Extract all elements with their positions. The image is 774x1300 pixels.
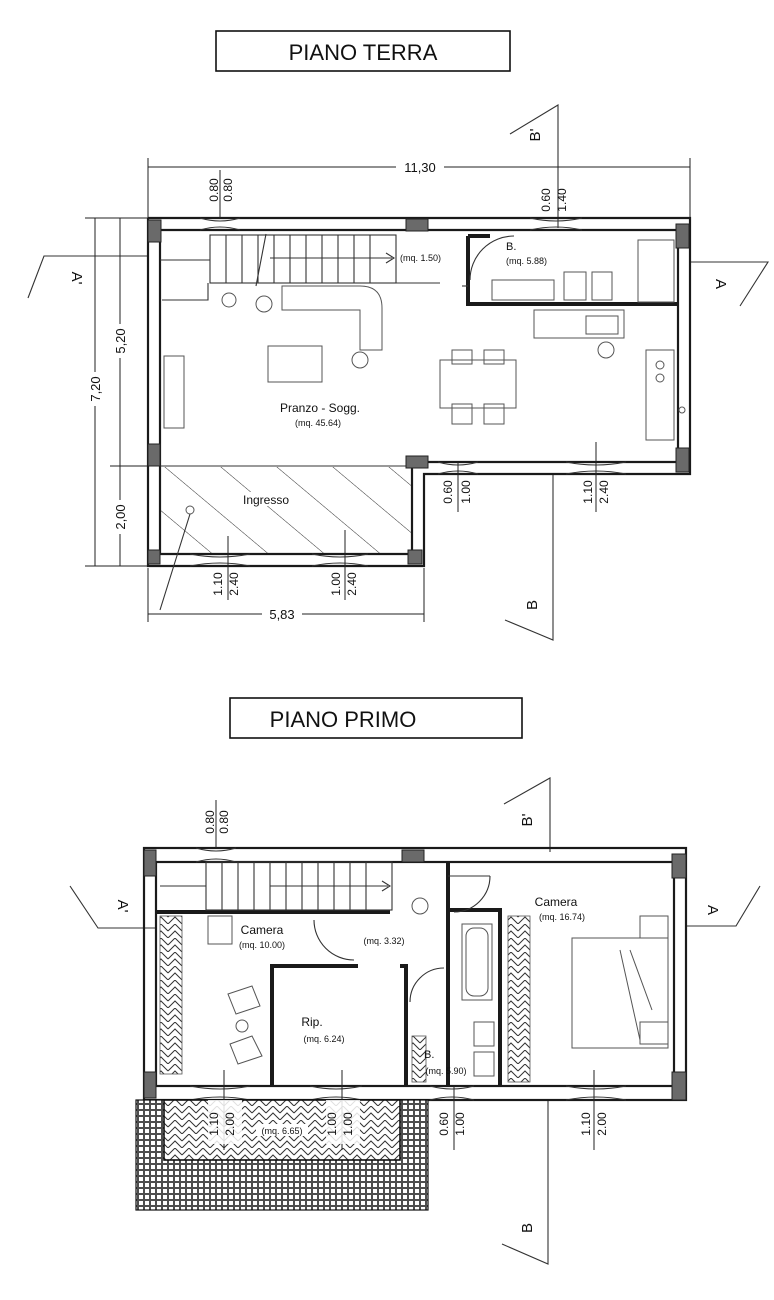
window-dim-bottom-right: 1.10 2.40 [581, 442, 611, 512]
stair-area: (mq. 1.50) [400, 253, 441, 263]
living-room-area: (mq. 45.64) [295, 418, 341, 428]
dimension-bottom-width: 5,83 [147, 568, 425, 622]
ground-floor-stairs [160, 233, 440, 301]
first-section-a-marker: A [686, 885, 761, 927]
first-floor-title-box [229, 697, 523, 739]
ground-floor-room-labels: Pranzo - Sogg. (mq. 45.64) (mq. 1.50) B.… [236, 241, 547, 507]
entry-name: Ingresso [243, 493, 289, 507]
window-bottom-right-dim-2: 2.40 [597, 480, 611, 504]
first-window-top-left-dim-1: 0.80 [203, 810, 217, 834]
ground-floor-pillars [147, 218, 690, 565]
dimension-upper-height-label: 5,20 [113, 328, 128, 353]
first-bath-name: B. [424, 1049, 434, 1061]
ground-floor-windows [189, 217, 627, 567]
ground-floor-plan: PIANO TERRA B' B A' A 11,30 [27, 30, 770, 641]
section-a-prime-marker: A' [27, 255, 148, 299]
first-floor-room-labels: Camera (mq. 10.00) (mq. 3.32) Camera (mq… [239, 895, 585, 1076]
first-window-bottom-bath-dim-2: 1.00 [453, 1112, 467, 1136]
section-a-prime-label: A' [68, 272, 85, 285]
dimension-heights: 7,20 5,20 2,00 [85, 217, 148, 567]
first-section-b-label: B [519, 1223, 536, 1233]
first-bath-area: (mq. 5.90) [425, 1066, 466, 1076]
section-b-label: B [524, 600, 541, 610]
first-floor-plan: PIANO PRIMO B' B A' A [69, 697, 761, 1265]
section-b-prime-label: B' [527, 128, 544, 141]
window-top-left-dim-2: 0.80 [221, 178, 235, 202]
section-b-prime-marker: B' [509, 104, 559, 228]
ground-bath-name: B. [506, 241, 516, 253]
first-section-b-marker: B [501, 1100, 549, 1265]
first-floor-terrace: (mq. 6.65) [135, 1099, 429, 1211]
window-dim-top-left: 0.80 0.80 [207, 170, 235, 218]
first-window-bottom-mid-dim-2: 1.00 [341, 1112, 355, 1136]
first-window-bottom-left-dim-1: 1.10 [207, 1112, 221, 1136]
window-bottom-right-dim-1: 1.10 [581, 480, 595, 504]
ground-floor-living-furniture [159, 285, 686, 611]
ground-floor-bath-fixtures [469, 235, 675, 303]
first-floor-stairs [160, 861, 393, 911]
first-window-dim-bottom-right: 1.10 2.00 [579, 1070, 609, 1150]
first-floor-title: PIANO PRIMO [270, 707, 417, 732]
hall-area: (mq. 3.32) [363, 936, 404, 946]
ground-bath-area: (mq. 5.88) [506, 256, 547, 266]
first-section-a-prime-marker: A' [69, 885, 156, 929]
first-window-bottom-right-dim-1: 1.10 [579, 1112, 593, 1136]
first-window-dim-bottom-left: 1.10 2.00 [207, 1070, 242, 1150]
first-floor-pillars [143, 849, 687, 1101]
first-floor-furniture [207, 897, 669, 1077]
window-entry-right-dim-1: 1.00 [329, 572, 343, 596]
first-window-top-left-dim-2: 0.80 [217, 810, 231, 834]
first-window-dim-bottom-mid: 1.00 1.00 [325, 1070, 360, 1150]
first-section-a-prime-label: A' [114, 900, 131, 913]
window-entry-left-dim-1: 1.10 [211, 572, 225, 596]
first-window-bottom-right-dim-2: 2.00 [595, 1112, 609, 1136]
living-room-name: Pranzo - Sogg. [280, 401, 360, 415]
rip-area: (mq. 6.24) [303, 1034, 344, 1044]
camera2-name: Camera [535, 895, 578, 909]
first-window-dim-top-left: 0.80 0.80 [203, 800, 231, 848]
window-top-right-dim-1: 0.60 [539, 188, 553, 212]
terrace-area: (mq. 6.65) [261, 1126, 302, 1136]
first-window-dim-bottom-bath: 0.60 1.00 [437, 1086, 467, 1150]
window-dim-top-right: 0.60 1.40 [539, 188, 569, 212]
window-bottom-mid-dim-1: 0.60 [441, 480, 455, 504]
section-a-marker: A [690, 261, 770, 307]
rip-name: Rip. [301, 1015, 322, 1029]
first-floor-windows [189, 847, 627, 1101]
dimension-total-width: 11,30 [147, 158, 691, 218]
ground-floor-title: PIANO TERRA [289, 40, 438, 65]
window-dim-bottom-mid: 0.60 1.00 [441, 462, 473, 512]
first-window-bottom-bath-dim-1: 0.60 [437, 1112, 451, 1136]
first-floor-walls [142, 846, 688, 1102]
ground-floor-title-box [215, 30, 511, 72]
first-window-bottom-mid-dim-1: 1.00 [325, 1112, 339, 1136]
first-section-b-prime-label: B' [519, 813, 536, 826]
window-entry-right-dim-2: 2.40 [345, 572, 359, 596]
dimension-bottom-width-label: 5,83 [269, 607, 294, 622]
dimension-total-width-label: 11,30 [404, 160, 436, 175]
window-top-left-dim-1: 0.80 [207, 178, 221, 202]
dimension-lower-height-label: 2,00 [113, 504, 128, 529]
first-window-bottom-left-dim-2: 2.00 [223, 1112, 237, 1136]
window-bottom-mid-dim-2: 1.00 [459, 480, 473, 504]
window-dim-entry-left: 1.10 2.40 [211, 536, 241, 600]
window-top-right-dim-2: 1.40 [555, 188, 569, 212]
camera1-area: (mq. 10.00) [239, 940, 285, 950]
dimension-total-height-label: 7,20 [88, 376, 103, 401]
section-a-label: A [712, 279, 729, 289]
camera2-area: (mq. 16.74) [539, 912, 585, 922]
first-section-a-label: A [704, 905, 721, 915]
window-entry-left-dim-2: 2.40 [227, 572, 241, 596]
entry-hatch [161, 467, 411, 553]
camera1-name: Camera [241, 923, 284, 937]
window-dim-entry-right: 1.00 2.40 [329, 530, 359, 600]
first-section-b-prime-marker: B' [503, 777, 551, 852]
first-floor-wardrobes [159, 915, 531, 1083]
section-b-marker: B [504, 475, 554, 641]
